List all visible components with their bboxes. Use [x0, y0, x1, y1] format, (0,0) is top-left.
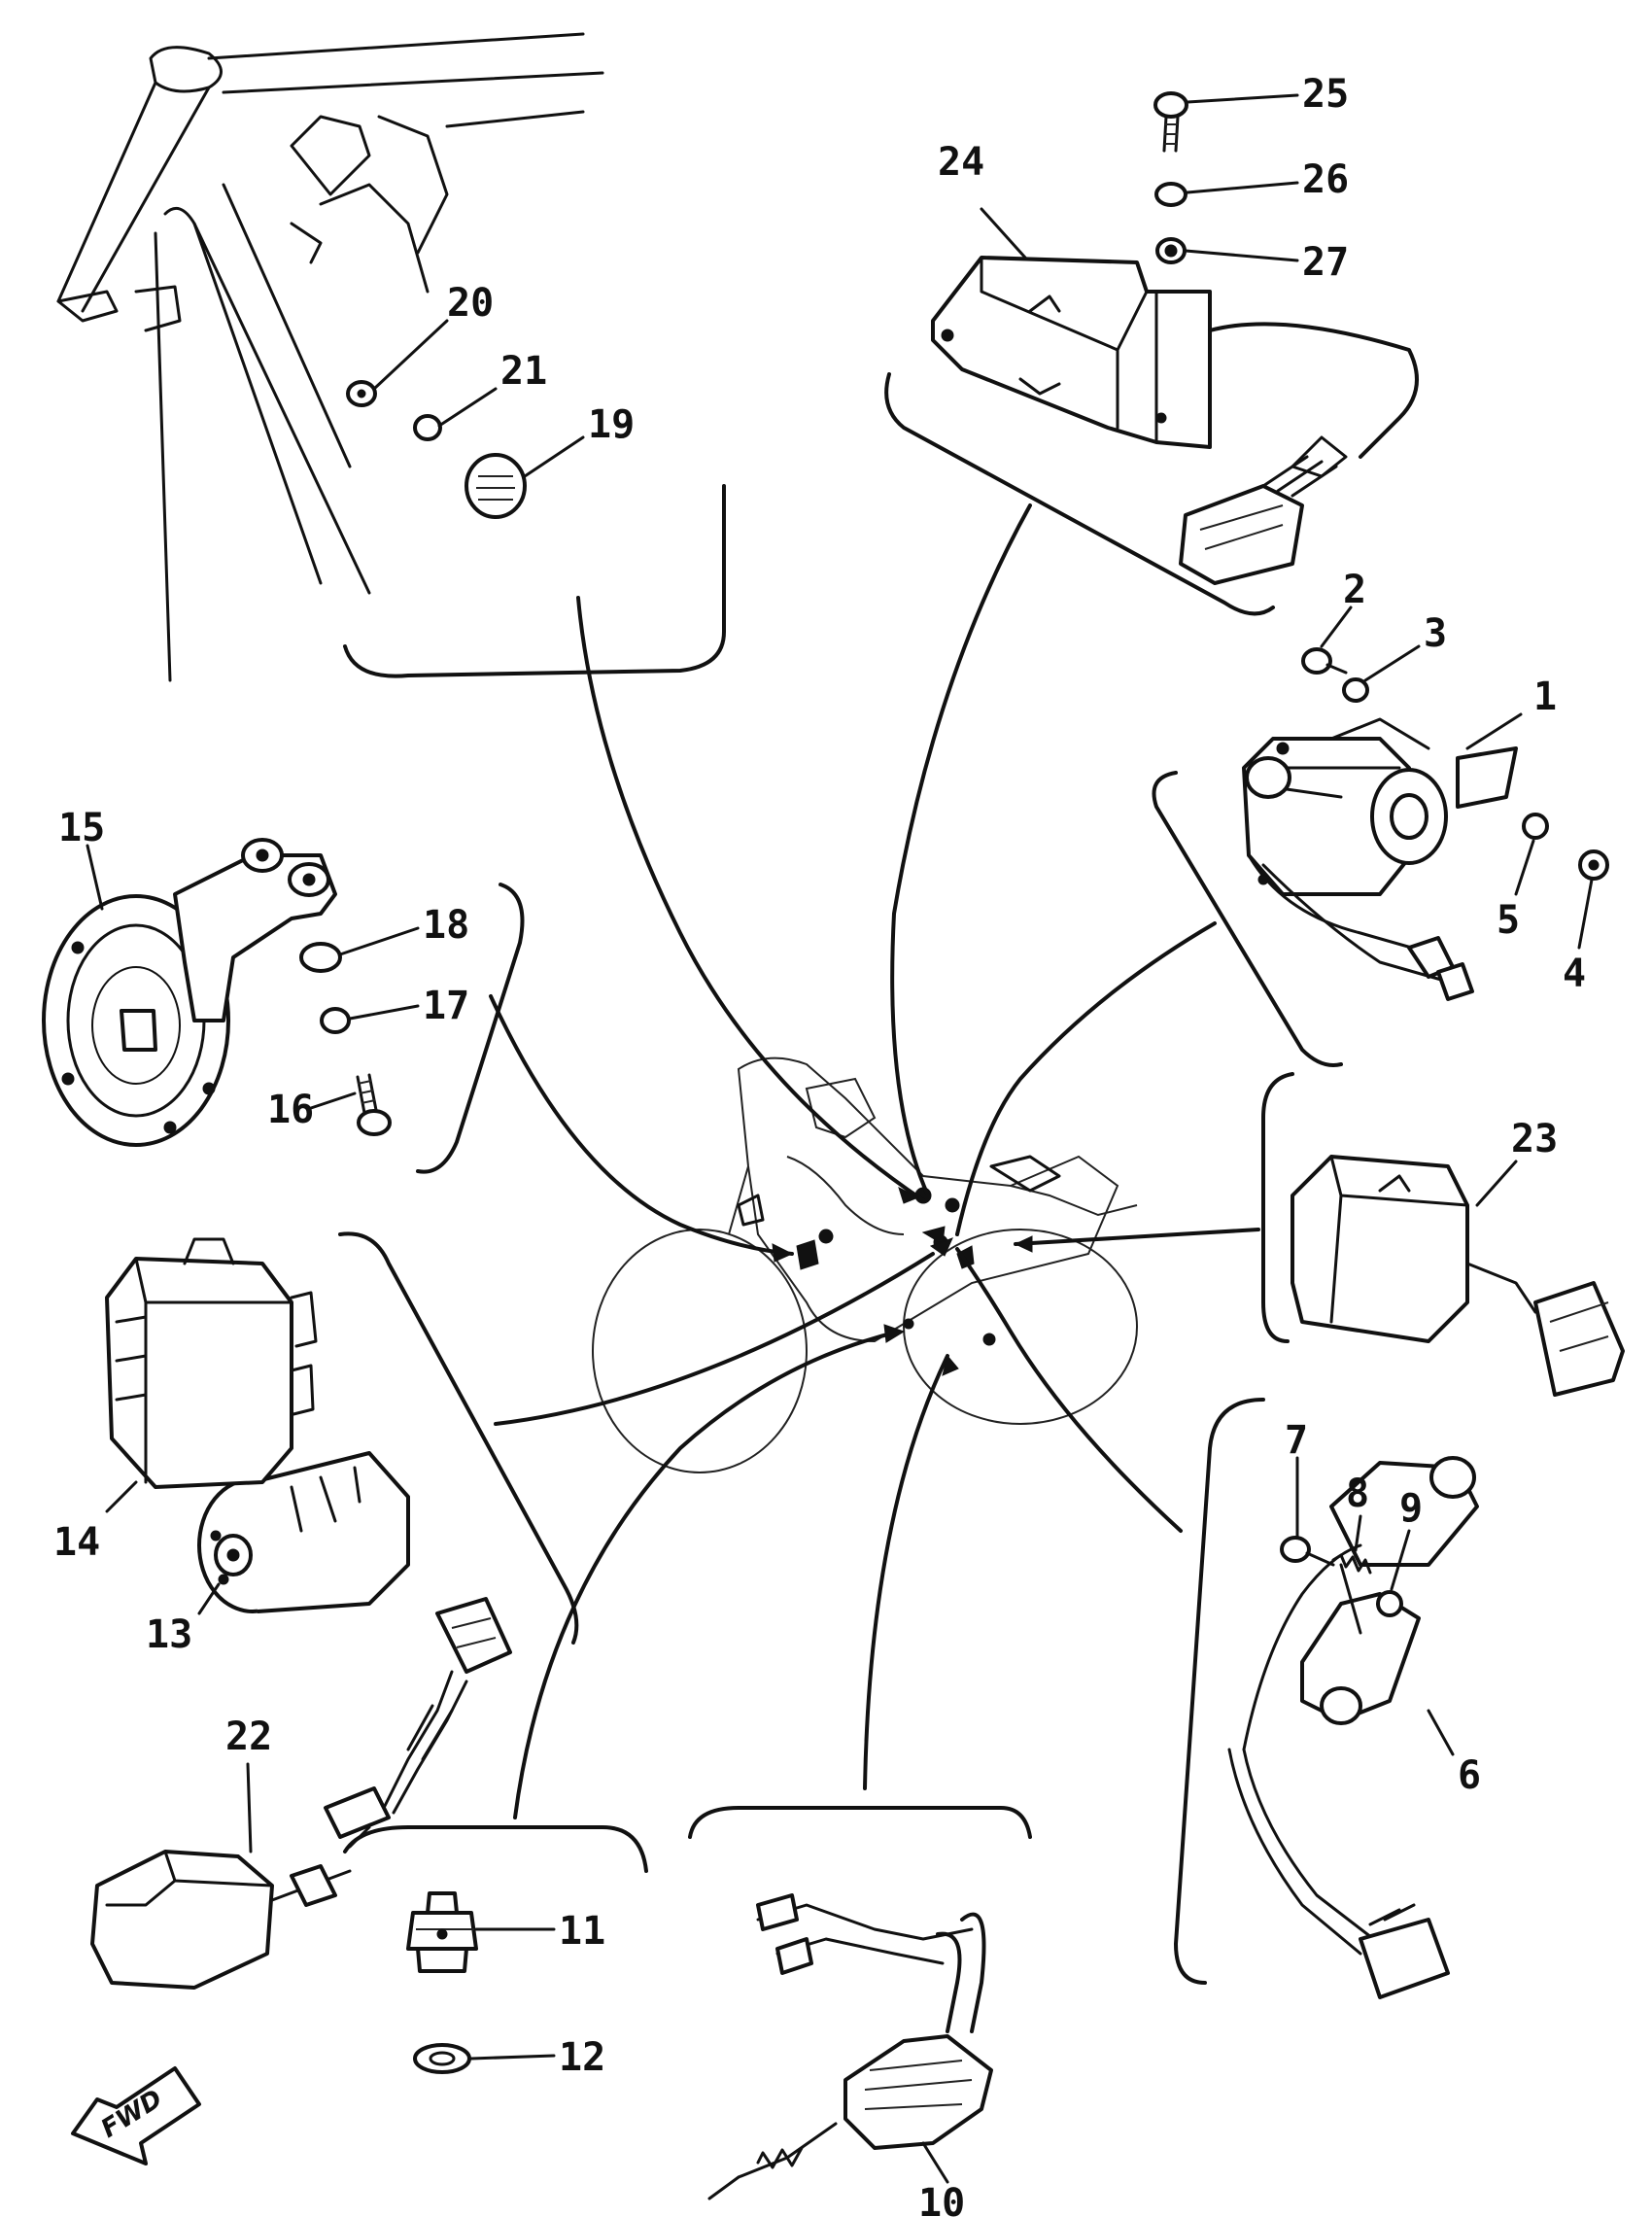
callout-19: 19 — [588, 402, 635, 447]
callout-24: 24 — [938, 140, 984, 185]
bracket-14 — [338, 1231, 579, 1645]
part-26-washer — [1154, 182, 1187, 207]
callout-9: 9 — [1399, 1486, 1423, 1531]
part-8-spring — [1331, 1553, 1372, 1575]
bracket-10 — [688, 1806, 1032, 1839]
leader-5 — [1514, 839, 1535, 896]
part-15-horn — [42, 838, 337, 1147]
bracket-15 — [416, 883, 525, 1174]
leader-17 — [348, 1004, 420, 1021]
leader-14 — [105, 1480, 138, 1513]
callout-15: 15 — [58, 806, 105, 850]
callout-18: 18 — [423, 903, 469, 948]
leader-12 — [469, 2054, 556, 2061]
wire-arrowheads — [772, 1187, 1033, 1376]
leader-24 — [980, 207, 1027, 260]
callout-21: 21 — [500, 349, 547, 394]
part-1-assembly — [1242, 717, 1518, 1001]
part-5-washer — [1522, 813, 1549, 840]
leader-27 — [1184, 249, 1299, 262]
part-24-control-unit — [931, 256, 1419, 585]
leader-13 — [197, 1582, 221, 1615]
leader-25 — [1186, 93, 1299, 104]
part-3-washer — [1342, 677, 1369, 703]
connection-wires — [489, 503, 1260, 1819]
part-14-regulator — [105, 1237, 318, 1489]
center-markers — [796, 1187, 996, 1346]
leader-23 — [1475, 1160, 1518, 1207]
leader-18 — [338, 926, 420, 956]
callout-4: 4 — [1563, 952, 1586, 996]
part-17-washer — [320, 1007, 351, 1034]
callout-17: 17 — [423, 984, 469, 1028]
leader-3 — [1363, 644, 1421, 682]
part-20-nut — [346, 380, 377, 407]
bracket-1 — [1152, 771, 1343, 1067]
bracket-6 — [1174, 1398, 1265, 1985]
part-18-washer — [299, 942, 342, 973]
part-6-switch — [1227, 1456, 1479, 1999]
part-16-bolt — [356, 1073, 392, 1136]
leader-15 — [86, 844, 104, 911]
callout-26: 26 — [1302, 157, 1349, 202]
callout-7: 7 — [1285, 1418, 1308, 1463]
bracket-23 — [1261, 1072, 1294, 1343]
part-7-screw — [1280, 1536, 1335, 1567]
part-27-nut — [1155, 237, 1187, 264]
callout-labels: 1 2 3 4 5 6 7 8 9 10 11 12 13 14 15 16 1… — [53, 72, 1586, 2217]
part-11-switch — [406, 1891, 478, 1973]
leader-6 — [1427, 1709, 1455, 1756]
callout-10: 10 — [918, 2181, 965, 2217]
leader-2 — [1320, 606, 1353, 648]
callout-11: 11 — [559, 1909, 605, 1954]
motorcycle-outline — [592, 1057, 1138, 1473]
part-12-washer — [413, 2043, 471, 2074]
leader-4 — [1577, 878, 1594, 950]
bracket-frame — [343, 484, 726, 678]
callout-22: 22 — [225, 1715, 272, 1759]
forward-direction-badge: FWD — [71, 2066, 201, 2165]
callout-3: 3 — [1424, 611, 1447, 656]
callout-14: 14 — [53, 1520, 100, 1565]
callout-23: 23 — [1511, 1117, 1558, 1161]
part-22-connector-unit — [90, 1597, 512, 1990]
callout-6: 6 — [1458, 1753, 1481, 1798]
part-25-bolt — [1153, 91, 1188, 153]
callout-1: 1 — [1533, 675, 1557, 719]
leader-8 — [1354, 1514, 1362, 1552]
callout-5: 5 — [1497, 898, 1520, 943]
part-9-nut — [1376, 1590, 1403, 1617]
part-10-sensor — [707, 1893, 993, 2200]
bracket-11 — [343, 1825, 648, 1873]
part-21-washer — [413, 414, 442, 441]
part-4-nut — [1578, 849, 1609, 881]
leader-1 — [1465, 712, 1523, 750]
leader-10 — [921, 2141, 949, 2184]
bracket-24 — [884, 372, 1275, 616]
callout-13: 13 — [146, 1612, 192, 1657]
callout-27: 27 — [1302, 240, 1349, 285]
part-23-unit — [1291, 1155, 1625, 1397]
callout-20: 20 — [447, 281, 494, 326]
callout-2: 2 — [1343, 568, 1366, 612]
leader-26 — [1186, 181, 1299, 194]
callout-25: 25 — [1302, 72, 1349, 117]
leader-19 — [523, 435, 585, 478]
callout-8: 8 — [1346, 1472, 1369, 1516]
leader-9 — [1390, 1529, 1411, 1591]
leader-22 — [246, 1762, 253, 1853]
callout-12: 12 — [559, 2035, 605, 2080]
leader-21 — [437, 387, 498, 428]
leader-20 — [372, 319, 449, 391]
leader-16 — [309, 1091, 357, 1110]
callout-16: 16 — [267, 1088, 314, 1132]
part-2-screw — [1301, 647, 1348, 675]
frame-section — [56, 32, 604, 682]
part-19-reflector — [465, 453, 527, 519]
